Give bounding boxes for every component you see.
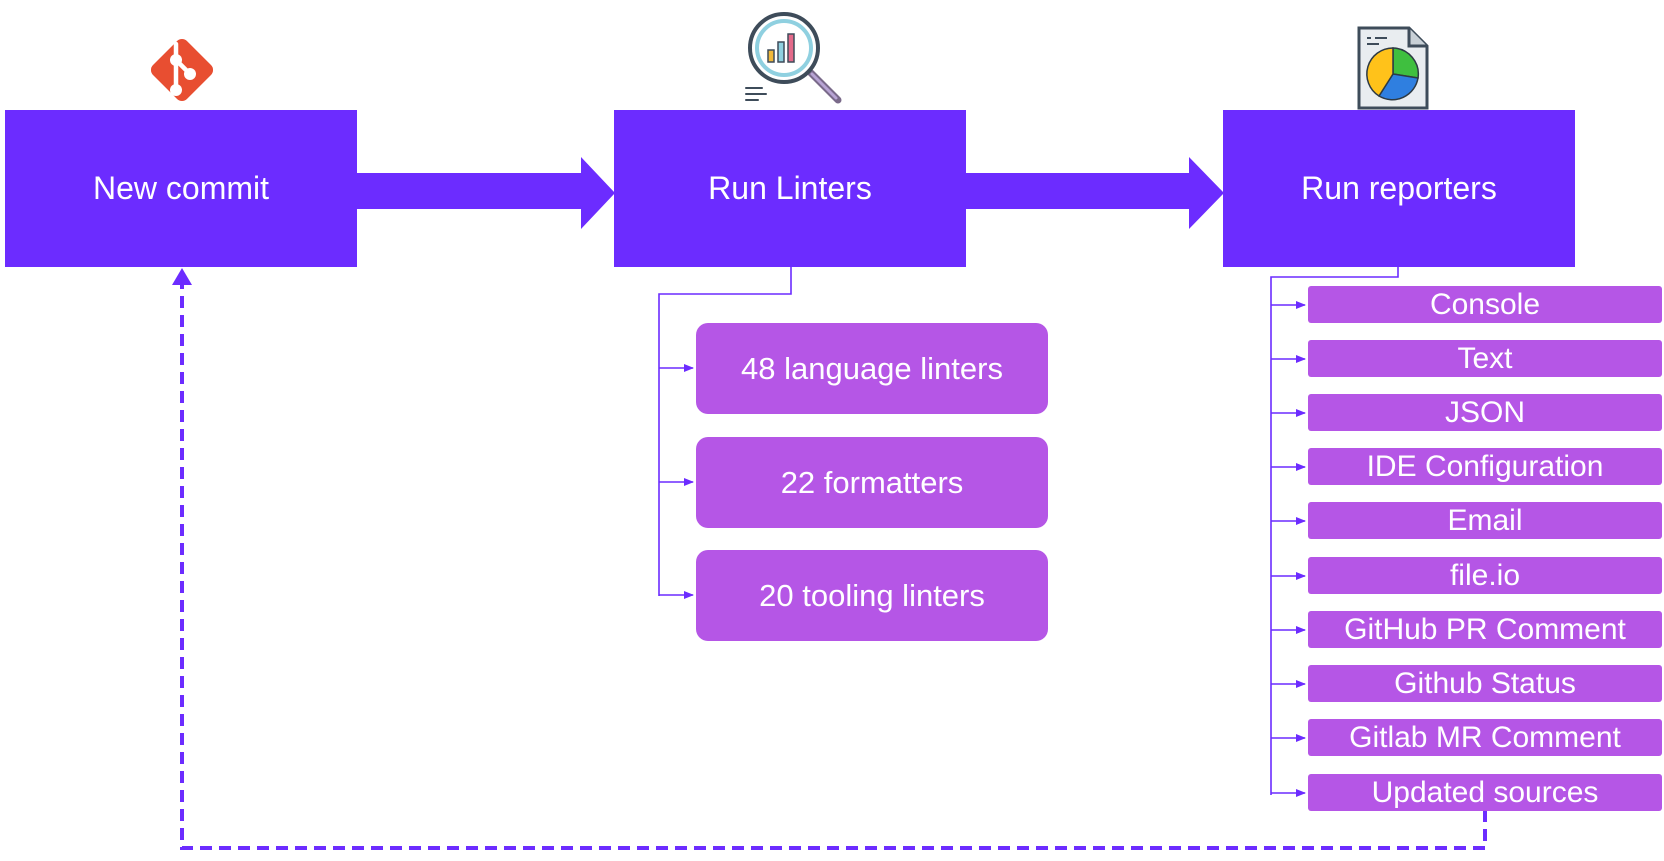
arrow-linters-to-reporters — [966, 157, 1224, 229]
stage-run-linters: Run Linters — [614, 110, 966, 267]
reporter-item: Updated sources — [1308, 774, 1662, 811]
reporter-item: Text — [1308, 340, 1662, 377]
linter-item-label: 48 language linters — [741, 350, 1003, 386]
reporter-item-label: Text — [1457, 341, 1513, 375]
reporter-item: IDE Configuration — [1308, 448, 1662, 485]
linter-item: 48 language linters — [696, 323, 1048, 414]
linter-item: 22 formatters — [696, 437, 1048, 528]
reporter-item-label: Console — [1429, 287, 1541, 321]
linters-branch-connector — [658, 267, 792, 599]
stage-run-linters-label: Run Linters — [708, 170, 872, 206]
reporter-item: Gitlab MR Comment — [1308, 719, 1662, 756]
stage-run-reporters: Run reporters — [1223, 110, 1575, 267]
reporter-item: Console — [1308, 286, 1662, 323]
git-logo-icon — [150, 38, 214, 102]
arrow-commit-to-linters — [357, 157, 615, 229]
reporter-item: JSON — [1308, 394, 1662, 431]
reporter-item-label: IDE Configuration — [1366, 449, 1604, 483]
reporter-item-label: Gitlab MR Comment — [1349, 720, 1621, 754]
reporter-item-label: Github Status — [1394, 666, 1576, 700]
reporter-item: file.io — [1308, 557, 1662, 594]
reporters-branch-connector — [1270, 267, 1399, 797]
stage-new-commit: New commit — [5, 110, 357, 267]
linter-item-label: 22 formatters — [780, 464, 964, 500]
magnifier-chart-icon — [745, 12, 842, 104]
reporter-item: GitHub PR Comment — [1308, 611, 1662, 648]
stage-run-reporters-label: Run reporters — [1301, 170, 1497, 206]
stage-new-commit-label: New commit — [92, 170, 269, 206]
pie-chart-report-icon — [1357, 26, 1429, 110]
reporter-item-label: file.io — [1449, 558, 1521, 592]
linter-item: 20 tooling linters — [696, 550, 1048, 641]
reporter-item: Github Status — [1308, 665, 1662, 702]
reporter-item-label: Email — [1447, 503, 1523, 537]
reporter-item-label: GitHub PR Comment — [1344, 612, 1626, 646]
reporter-item-label: JSON — [1444, 395, 1525, 429]
feedback-loop-connector — [172, 268, 1487, 850]
linter-item-label: 20 tooling linters — [759, 577, 985, 613]
reporter-item: Email — [1308, 502, 1662, 539]
reporter-item-label: Updated sources — [1371, 775, 1599, 809]
